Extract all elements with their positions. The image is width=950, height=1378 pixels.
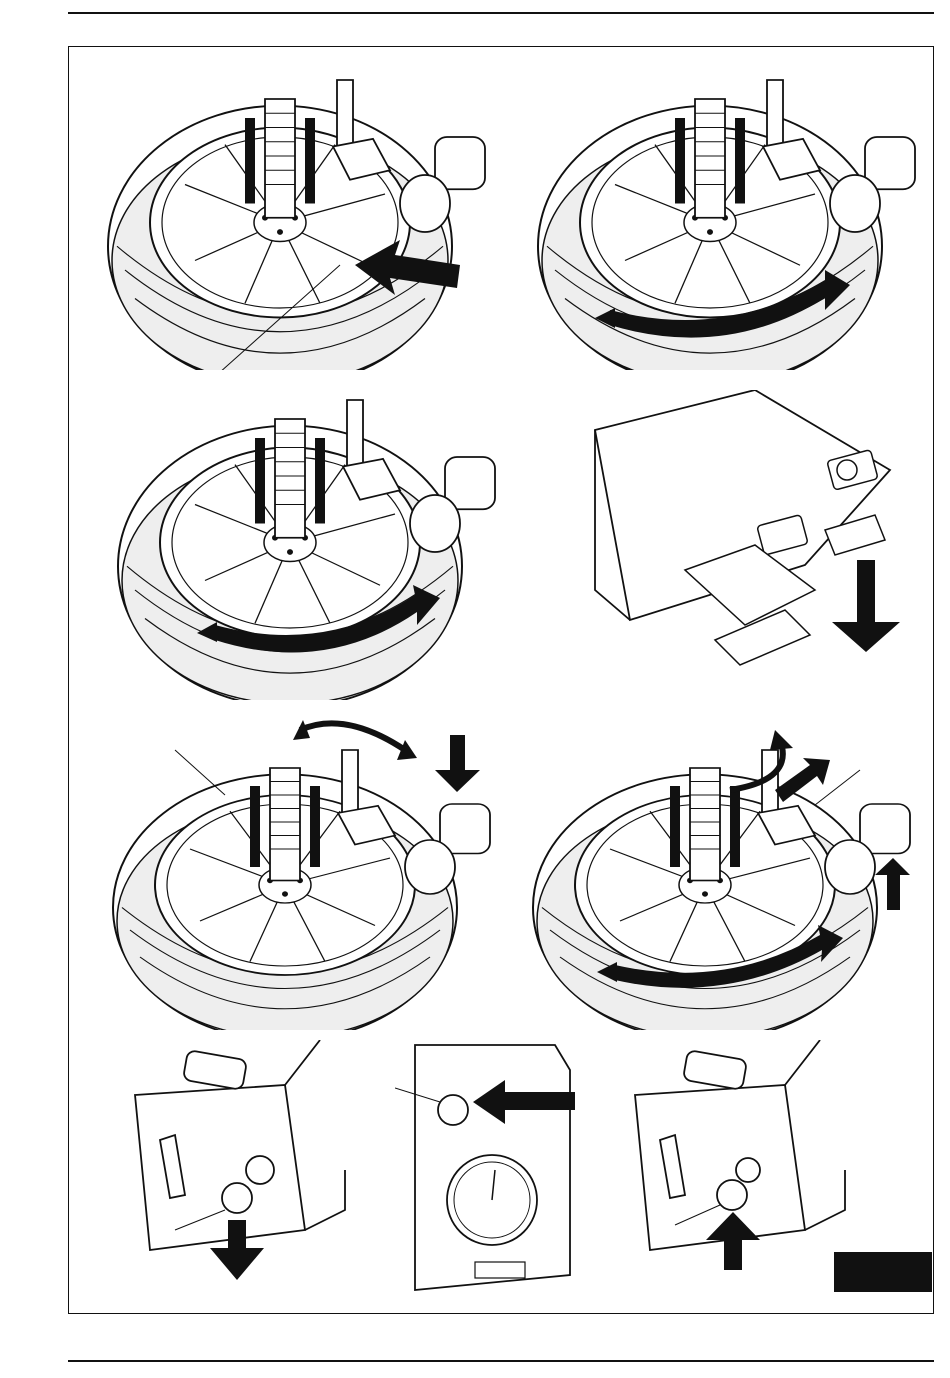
- gauge-valve-push-icon: [395, 1040, 595, 1295]
- page-tab-badge-icon: [834, 1252, 932, 1292]
- wheel-clamp-insert-icon: [95, 70, 525, 370]
- figure-5: [105, 710, 535, 1030]
- figure-9: [630, 1040, 860, 1285]
- figure-7: [130, 1040, 360, 1285]
- figure-3: [105, 390, 555, 700]
- wheel-rotate-left-icon: [105, 390, 555, 700]
- lever-pull-down-icon: [130, 1040, 360, 1285]
- figure-8: [395, 1040, 595, 1295]
- pedal-press-down-icon: [585, 390, 915, 690]
- tool-lower-icon: [105, 710, 535, 1030]
- figure-6: [525, 710, 925, 1030]
- header-rule: [68, 12, 934, 14]
- lever-push-up-icon: [630, 1040, 860, 1285]
- figure-4: [585, 390, 915, 690]
- footer-rule: [68, 1360, 934, 1362]
- tool-raise-rotate-icon: [525, 710, 925, 1030]
- figure-1: [95, 70, 525, 370]
- wheel-rotate-left-icon: [525, 70, 925, 370]
- figure-2: [525, 70, 925, 370]
